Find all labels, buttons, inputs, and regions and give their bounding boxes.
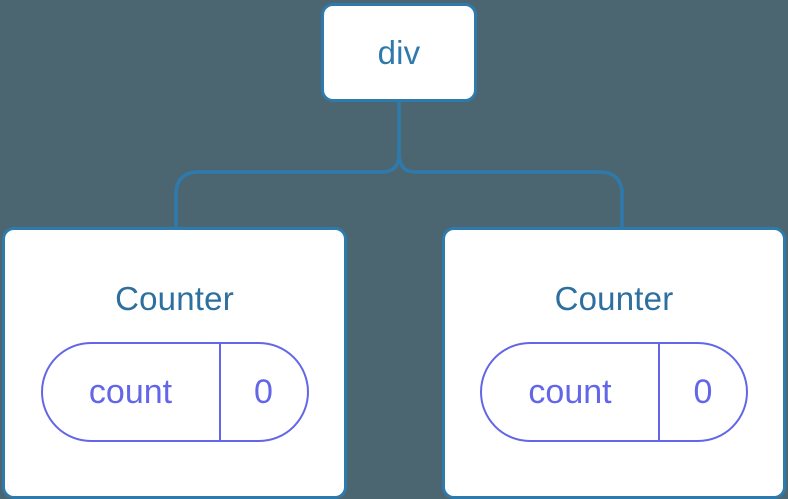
node-counter-left[interactable]: Counter count 0	[2, 227, 347, 499]
node-counter-right[interactable]: Counter count 0	[442, 227, 786, 499]
state-chip-count-left[interactable]: count 0	[40, 342, 309, 442]
node-div[interactable]: div	[321, 3, 477, 102]
edge-root-to-counter-left	[174, 150, 401, 229]
state-chip-count-right[interactable]: count 0	[480, 342, 748, 442]
edge-root-to-counter-right	[397, 99, 624, 229]
state-chip-value: 0	[254, 373, 273, 411]
state-chip-divider	[658, 344, 660, 440]
node-counter-right-title: Counter	[554, 280, 674, 317]
state-chip-divider	[218, 344, 221, 440]
state-chip-key: count	[528, 373, 612, 411]
node-counter-left-title: Counter	[115, 280, 234, 317]
node-div-label: div	[377, 34, 421, 71]
state-chip-key: count	[88, 373, 173, 411]
state-chip-value: 0	[693, 373, 713, 411]
